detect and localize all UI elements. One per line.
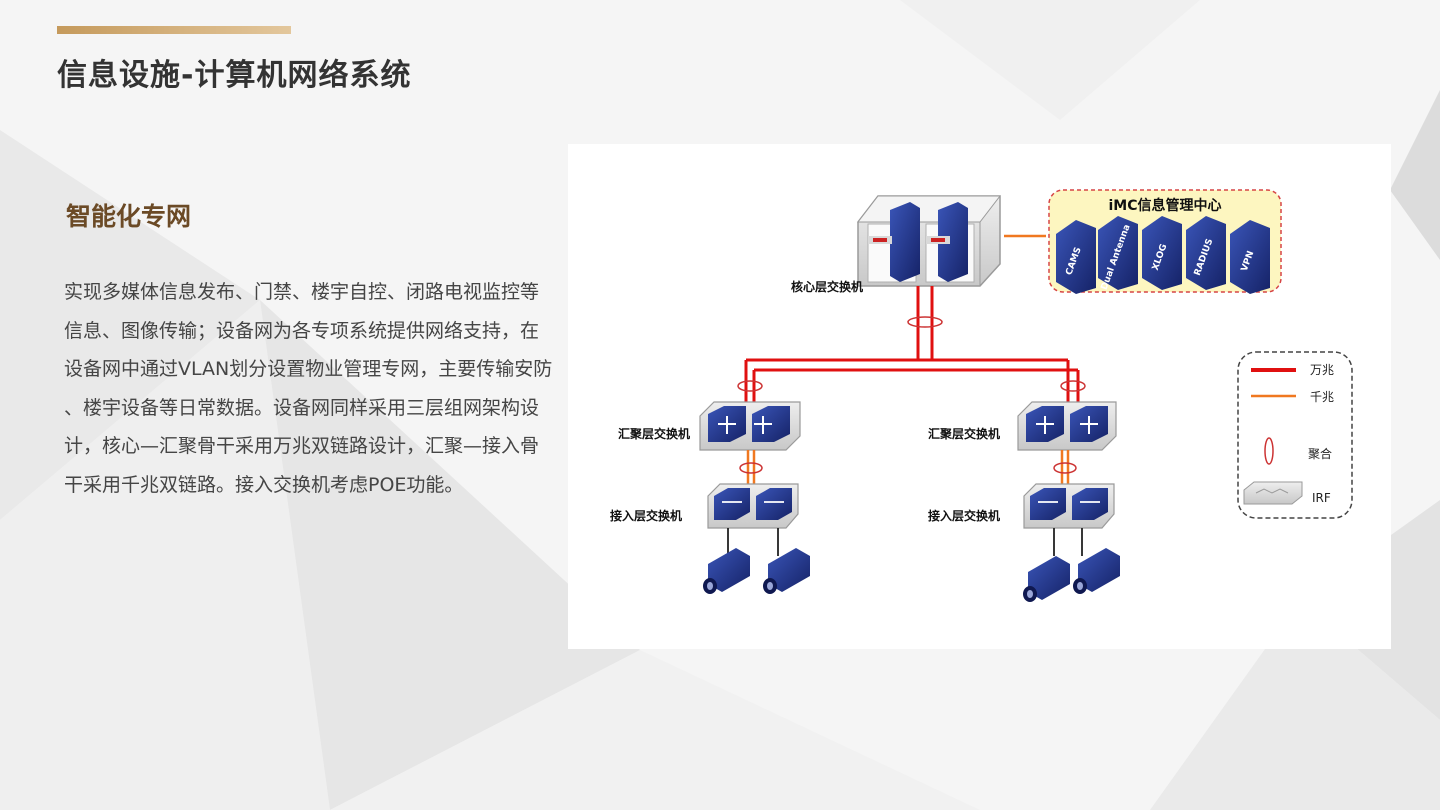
legend-irf-label: IRF bbox=[1312, 491, 1331, 505]
diagram-legend bbox=[1237, 351, 1353, 519]
legend-lag-swatch bbox=[1264, 437, 1274, 465]
ten-gig-backbone bbox=[744, 286, 1080, 406]
camera-icon bbox=[1023, 556, 1070, 602]
core-lag-ring bbox=[907, 316, 943, 328]
access-switch-right-icon bbox=[1023, 483, 1115, 529]
core-switch-label: 核心层交换机 bbox=[791, 279, 863, 294]
page-title: 信息设施-计算机网络系统 bbox=[57, 58, 412, 93]
core-switch-icon bbox=[856, 195, 1002, 287]
access-switch-right-label: 接入层交换机 bbox=[928, 508, 1000, 523]
legend-lag-label: 聚合 bbox=[1308, 446, 1332, 461]
imc-server-vpn: VPN bbox=[1230, 220, 1270, 294]
access-switch-left-label: 接入层交换机 bbox=[610, 508, 682, 523]
access-right-lag-ring bbox=[1053, 462, 1077, 474]
imc-server-radius: RADIUS bbox=[1186, 216, 1226, 290]
camera-links bbox=[727, 528, 1083, 556]
camera-icon bbox=[703, 548, 750, 594]
camera-icon bbox=[1073, 548, 1120, 594]
aggregation-switch-left-label: 汇聚层交换机 bbox=[618, 426, 690, 441]
agg-left-lag-ring bbox=[737, 380, 763, 392]
imc-server-dual-antenna: Dual Antenna bbox=[1098, 216, 1138, 291]
legend-ten-gig-label: 万兆 bbox=[1310, 363, 1334, 377]
aggregation-switch-right-label: 汇聚层交换机 bbox=[928, 426, 1000, 441]
section-heading: 智能化专网 bbox=[66, 202, 192, 231]
aggregation-switch-left-icon bbox=[699, 401, 801, 451]
imc-server-xlog: XLOG bbox=[1142, 216, 1182, 290]
title-accent-bar bbox=[57, 26, 291, 34]
imc-center-title: iMC信息管理中心 bbox=[1108, 197, 1221, 214]
legend-irf-swatch bbox=[1243, 481, 1303, 505]
gig-links-agg-access bbox=[746, 450, 1070, 486]
access-switch-left-icon bbox=[707, 483, 799, 529]
legend-gig-label: 千兆 bbox=[1310, 390, 1334, 404]
body-paragraph: 实现多媒体信息发布、门禁、楼宇自控、闭路电视监控等 信息、图像传输；设备网为各专… bbox=[64, 281, 553, 496]
network-diagram-panel: 核心层交换机 iMC信息管理中心 CAMS Dual Antenna XLOG … bbox=[568, 144, 1391, 649]
agg-right-lag-ring bbox=[1060, 380, 1086, 392]
access-left-lag-ring bbox=[739, 462, 763, 474]
network-topology-diagram: 核心层交换机 iMC信息管理中心 CAMS Dual Antenna XLOG … bbox=[610, 189, 1353, 602]
imc-server-cams: CAMS bbox=[1056, 220, 1096, 294]
aggregation-switch-right-icon bbox=[1017, 401, 1117, 451]
camera-icon bbox=[763, 548, 810, 594]
